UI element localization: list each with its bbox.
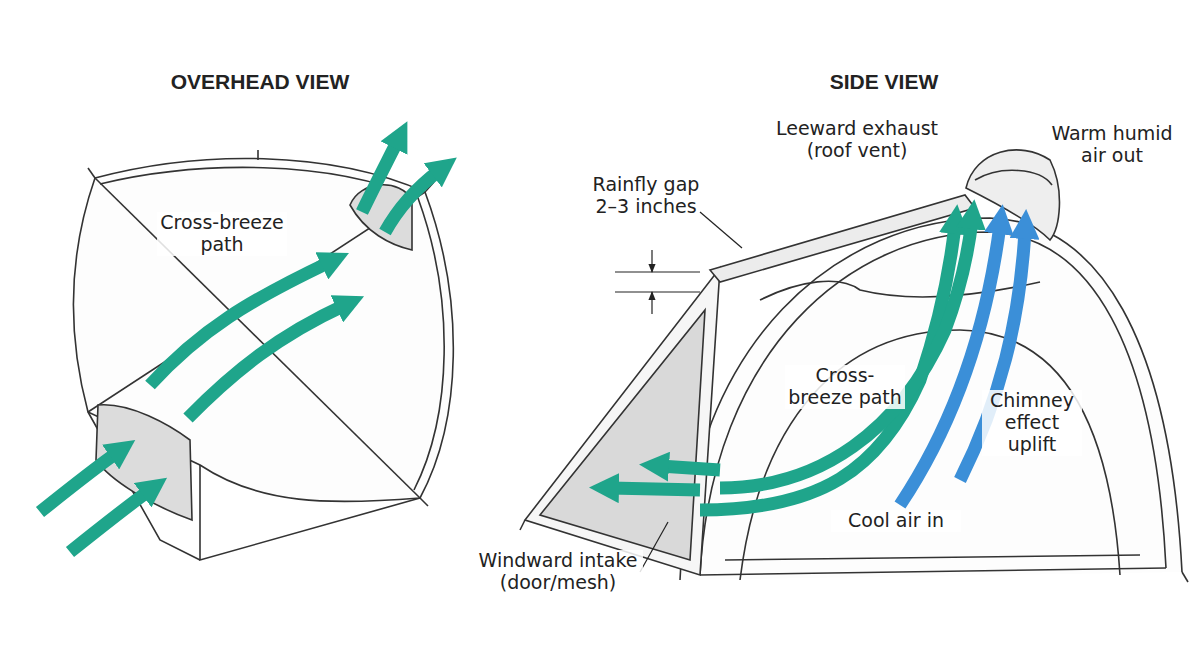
- leader-line: [640, 522, 668, 572]
- tent-seam: [760, 281, 1040, 300]
- dimension-arrow: [651, 250, 652, 272]
- airflow-arrow: [660, 466, 720, 470]
- overhead-airflow: [40, 140, 440, 552]
- roof-vent-rim: [975, 170, 1052, 185]
- dimension-arrow: [651, 292, 652, 314]
- callout-label: Cross-breeze path: [157, 212, 287, 256]
- callout-label: Cool air in: [831, 510, 961, 532]
- dimension-label: Rainfly gap 2–3 inches: [581, 174, 711, 218]
- uplift-arrow: [900, 225, 1000, 505]
- gap-dimension: [615, 212, 742, 572]
- rainfly: [710, 195, 975, 282]
- view-heading: OVERHEAD VIEW: [110, 70, 410, 94]
- side-tent: [520, 150, 1188, 582]
- callout-label: Cross-breeze path: [785, 365, 905, 409]
- tent-floor: [725, 555, 1140, 560]
- guy-stake: [520, 520, 525, 530]
- roof-vent: [966, 150, 1059, 240]
- guy-stake: [257, 150, 259, 160]
- callout-label: Warm humid air out: [1047, 123, 1177, 167]
- roof-vent: [350, 185, 412, 250]
- chimney-airflow: [900, 225, 1025, 505]
- airflow-arrow: [385, 170, 440, 232]
- airflow-arrow: [610, 488, 700, 490]
- airflow-arrow: [40, 452, 118, 512]
- guy-stake: [88, 168, 95, 178]
- callout-label: Windward intake (door/mesh): [473, 550, 643, 594]
- dimension-line: [615, 291, 700, 292]
- view-heading: SIDE VIEW: [784, 70, 984, 94]
- callout-label: Chimney effect uplift: [982, 390, 1082, 456]
- airflow-arrow: [70, 490, 150, 552]
- tent-pole: [700, 232, 1166, 575]
- door-mesh: [540, 310, 705, 560]
- vestibule: [525, 268, 720, 575]
- airflow-arrow: [188, 305, 345, 418]
- leader-line: [700, 212, 742, 248]
- callout-label: Leeward exhaust (roof vent): [762, 118, 952, 162]
- airflow-arrow: [362, 140, 398, 212]
- guy-stake: [420, 498, 428, 506]
- guy-stake: [1182, 572, 1188, 582]
- dimension-line: [615, 271, 700, 272]
- tent-wall: [200, 465, 420, 560]
- tent-floor: [700, 568, 1166, 575]
